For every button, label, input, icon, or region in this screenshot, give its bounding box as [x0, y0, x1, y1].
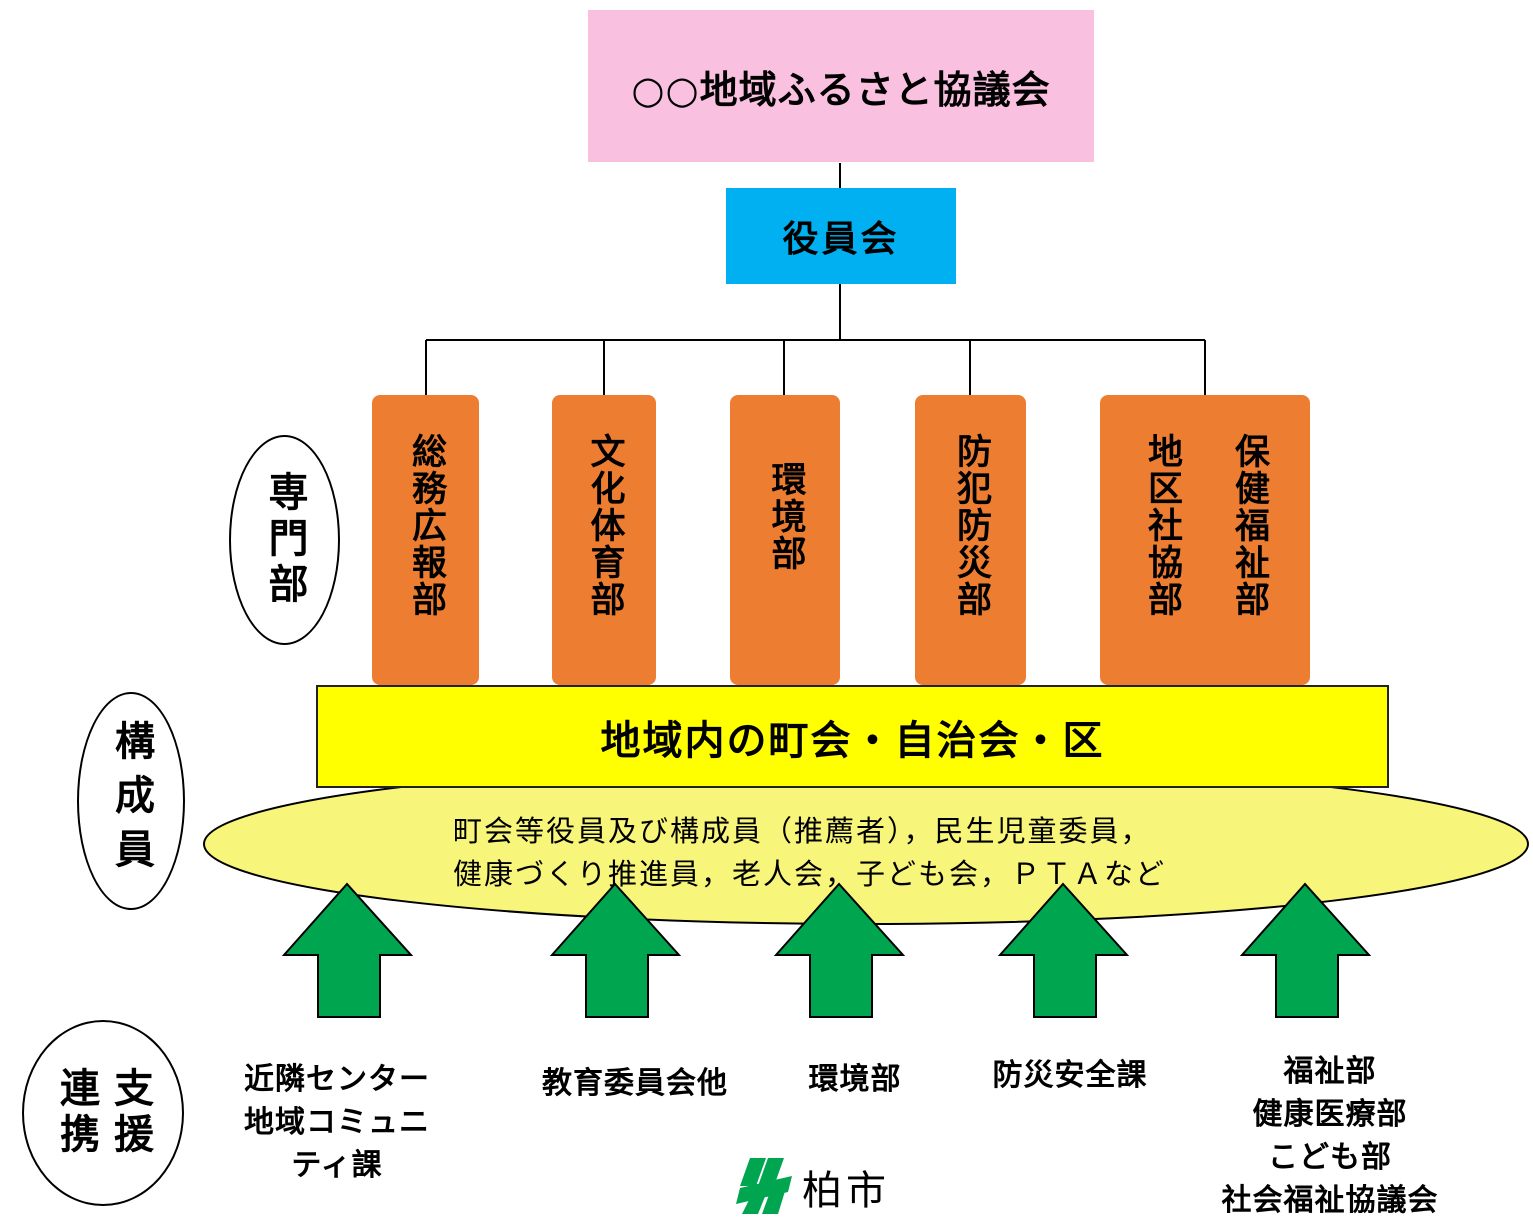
support-org-line: 近隣センター [244, 1062, 430, 1097]
support-org: 福祉部 健康医療部 こども部 社会福祉協議会 [1185, 1050, 1475, 1222]
department-label: 保健福祉部 [1229, 433, 1269, 618]
logo-text: 柏市 [802, 1168, 890, 1214]
support-label-oval: 連携 支援 [22, 1020, 184, 1206]
departments-label-oval: 専門部 [229, 435, 340, 645]
community-band: 地域内の町会・自治会・区 [316, 685, 1389, 788]
support-org-line: 地域コミュニ [244, 1105, 430, 1140]
support-org-line: 健康医療部 [1252, 1097, 1408, 1132]
support-org-line: 防災安全課 [992, 1058, 1148, 1093]
support-org-line: ティ課 [291, 1148, 383, 1183]
department-label: 総務広報部 [406, 433, 446, 618]
department-label: 環境部 [765, 461, 806, 572]
department-label: 地区社協部 [1142, 433, 1182, 618]
support-org: 防災安全課 [965, 1054, 1175, 1097]
support-org-line: 環境部 [808, 1062, 902, 1097]
support-label-col: 支援 [107, 1067, 153, 1159]
up-arrow-icon [1239, 882, 1372, 1018]
support-org-line: 福祉部 [1283, 1054, 1377, 1089]
members-line-1: 町会等役員及び構成員（推薦者），民生児童委員， [453, 814, 1152, 848]
members-line-2: 健康づくり推進員，老人会，子ども会，ＰＴＡなど [453, 857, 1167, 891]
council-box: ○○地域ふるさと協議会 [588, 10, 1094, 162]
connector-lines [425, 163, 1206, 395]
up-arrow-icon [773, 882, 906, 1018]
up-arrow-icon [549, 882, 682, 1018]
department-label: 防犯防災部 [951, 433, 991, 618]
department-box: 環境部 [730, 395, 840, 685]
up-arrow-icon [281, 882, 414, 1018]
board-box: 役員会 [726, 188, 956, 284]
support-org: 近隣センター 地域コミュニ ティ課 [212, 1058, 462, 1187]
members-label: 構成員 [108, 720, 154, 882]
council-title: ○○地域ふるさと協議会 [631, 67, 1051, 112]
members-label-oval: 構成員 [77, 692, 185, 910]
support-arrows [281, 882, 1372, 1018]
support-label-col: 連携 [53, 1067, 99, 1159]
department-box: 文化体育部 [552, 395, 656, 685]
support-org: 教育委員会他 [515, 1062, 755, 1105]
support-org-line: こども部 [1268, 1140, 1392, 1175]
up-arrow-icon [997, 882, 1130, 1018]
support-org-line: 教育委員会他 [542, 1066, 728, 1101]
board-title: 役員会 [782, 219, 900, 260]
support-org-line: 社会福祉協議会 [1221, 1183, 1439, 1218]
department-box: 総務広報部 [372, 395, 479, 685]
department-label: 文化体育部 [584, 433, 625, 618]
department-box: 防犯防災部 [915, 395, 1026, 685]
support-org: 環境部 [790, 1058, 920, 1101]
departments-label: 専門部 [261, 471, 308, 609]
community-band-text: 地域内の町会・自治会・区 [600, 717, 1105, 764]
department-box: 地区社協部 保健福祉部 [1100, 395, 1310, 685]
kashiwa-city-emblem-icon [736, 1158, 792, 1214]
